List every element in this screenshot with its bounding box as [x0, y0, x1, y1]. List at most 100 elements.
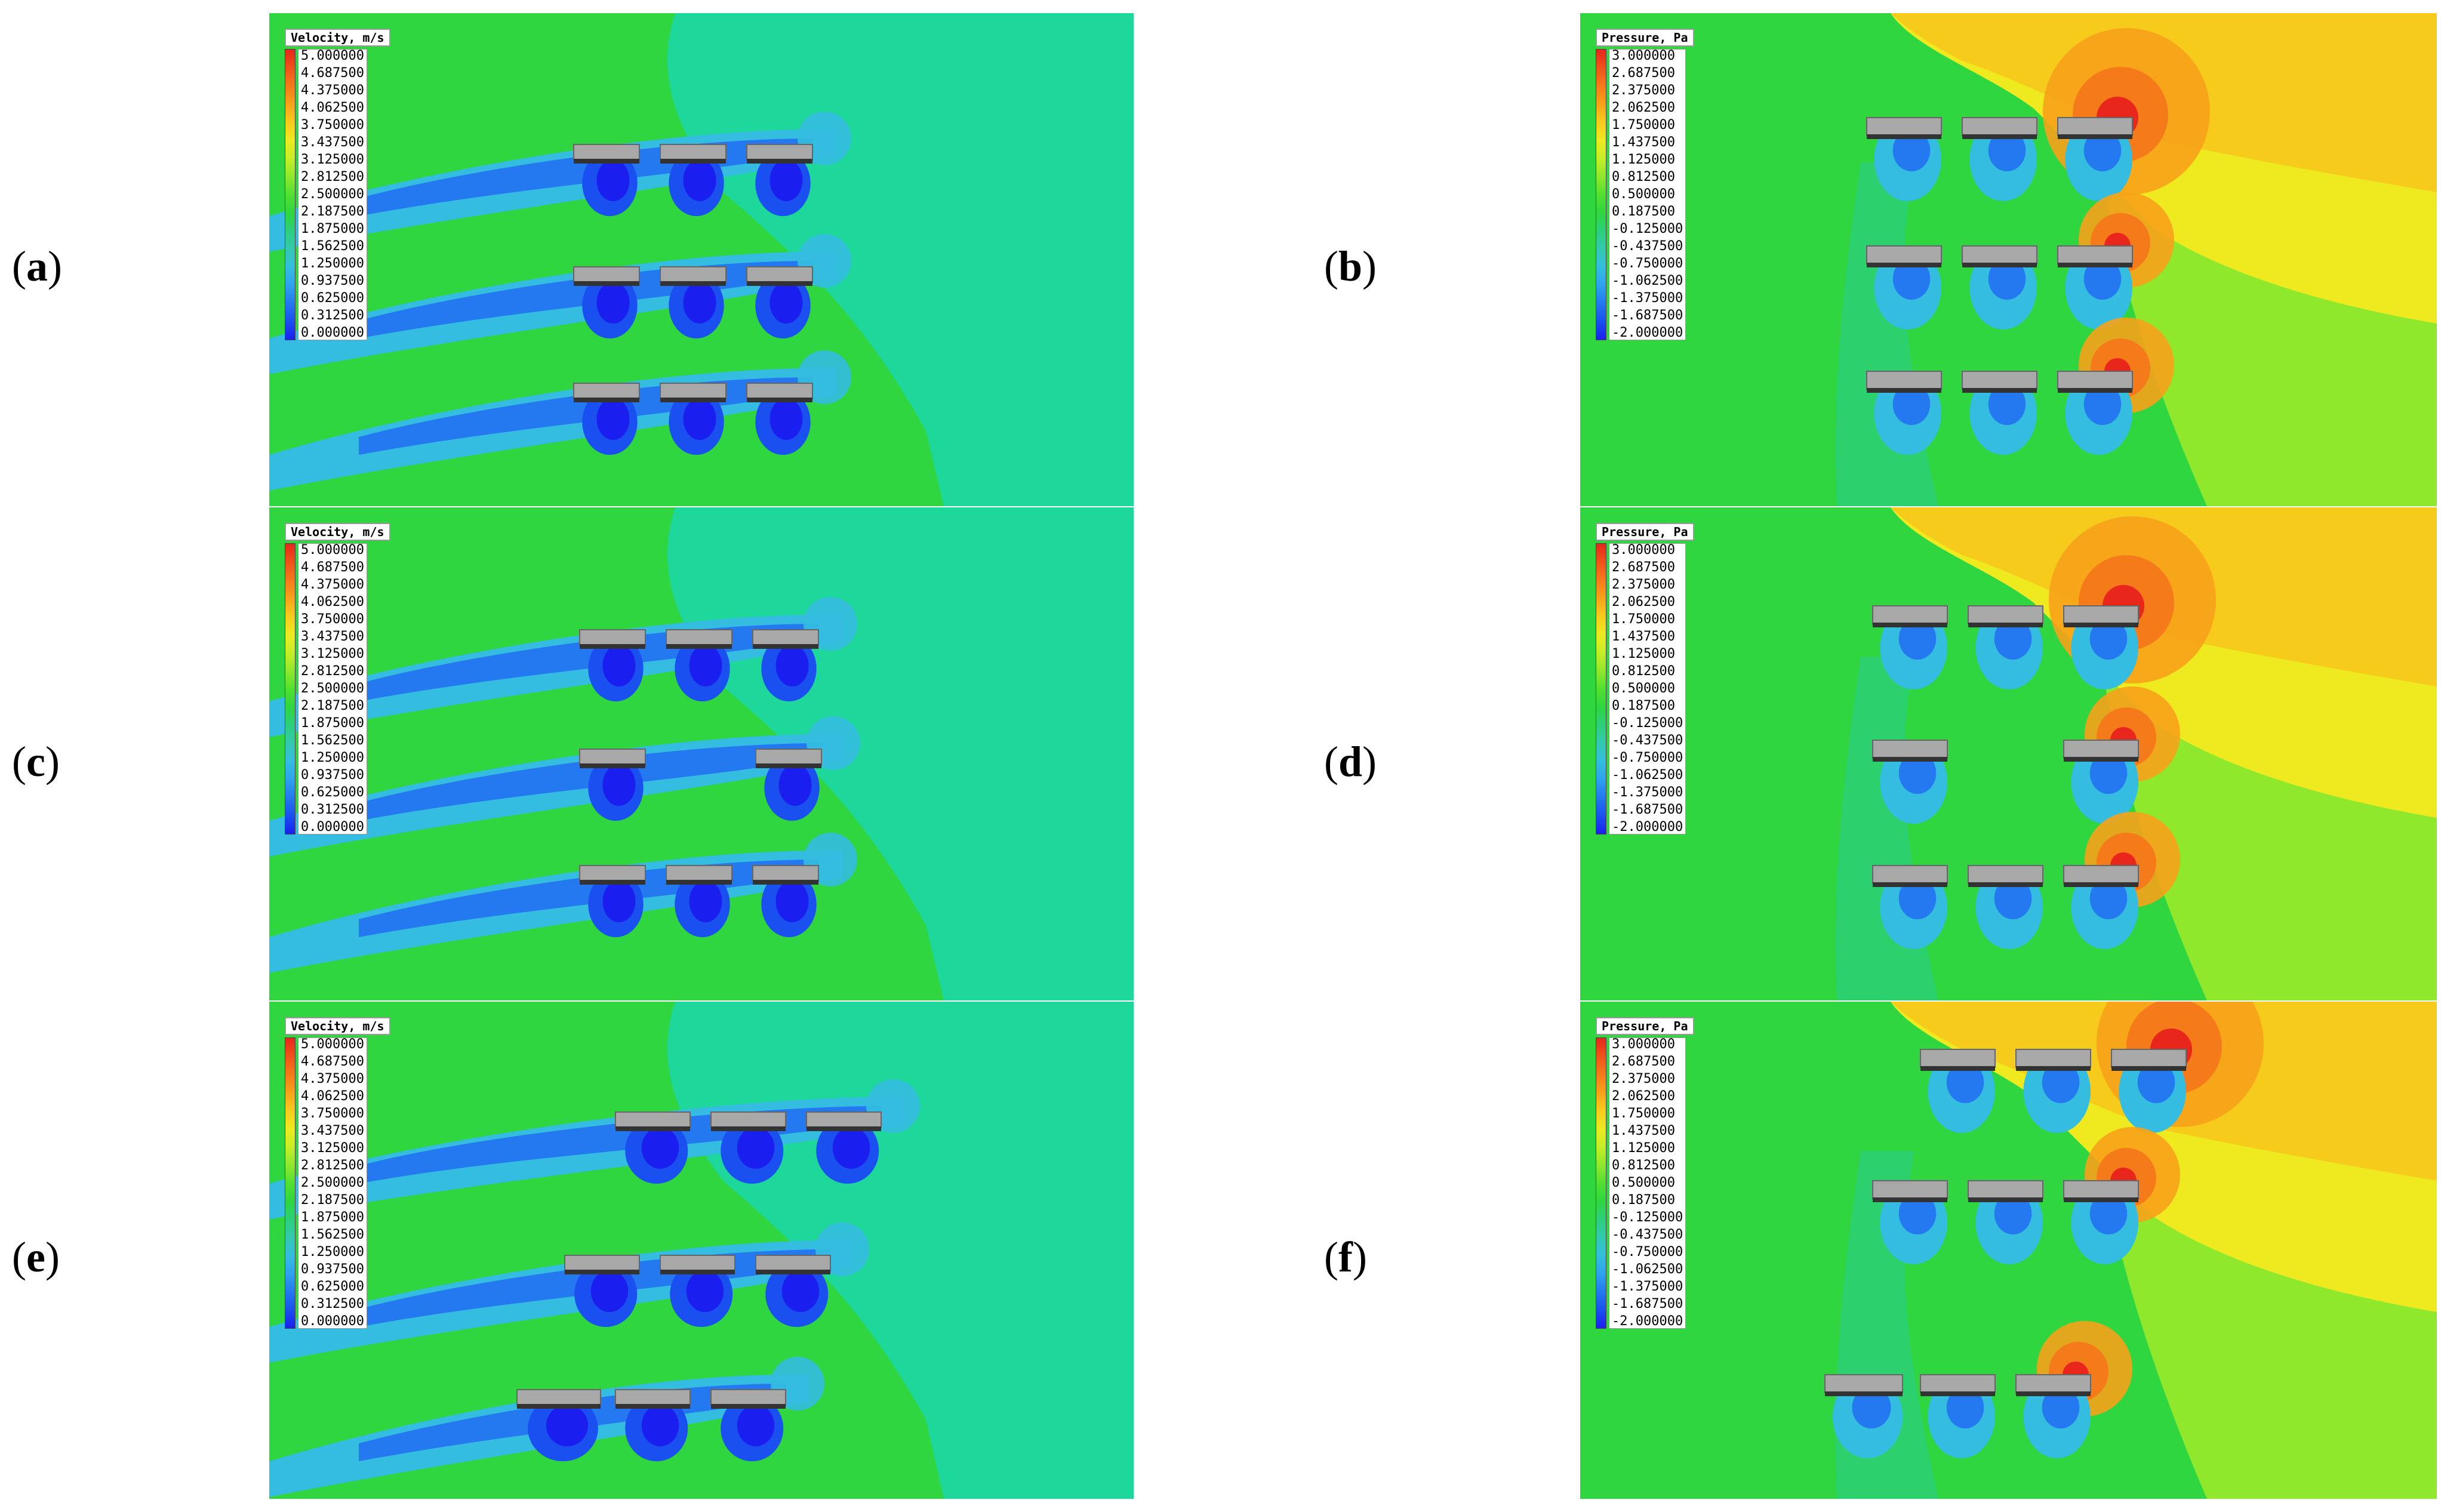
- legend-tick-label: 0.000000: [301, 820, 364, 834]
- legend-tick-label: 3.437500: [301, 135, 364, 150]
- louver-shadow: [1867, 263, 1941, 267]
- louver-shadow: [2016, 1391, 2091, 1396]
- louver-shadow: [615, 1404, 690, 1409]
- legend-tick-label: 4.062500: [301, 595, 364, 609]
- wake-core: [602, 645, 636, 686]
- wake-core: [781, 1270, 820, 1312]
- legend-tick-label: -0.125000: [1612, 221, 1683, 236]
- louver-blade: [2057, 371, 2133, 390]
- legend-tick-label: 0.312500: [301, 308, 364, 323]
- low-pressure-zone: [1988, 130, 2026, 171]
- legend-tick-label: 3.125000: [301, 152, 364, 167]
- louver-blade: [1920, 1374, 1996, 1393]
- wake-core: [769, 282, 803, 324]
- velocity-contour-plot: [269, 1002, 1134, 1499]
- louver-blade: [746, 266, 813, 283]
- louver-shadow: [747, 398, 812, 402]
- legend-tick-label: 0.500000: [1612, 681, 1675, 696]
- wake-core: [686, 1270, 724, 1312]
- louver-shadow: [1873, 623, 1947, 627]
- louver-blade: [660, 144, 727, 161]
- louver-shadow: [1873, 1197, 1947, 1202]
- pressure-color-bar: [1596, 543, 1606, 834]
- velocity-contour-plot: [269, 507, 1134, 1000]
- legend-tick-label: -2.000000: [1612, 1314, 1683, 1329]
- low-pressure-zone: [2083, 383, 2122, 425]
- louver-blade: [573, 266, 640, 283]
- legend-tick-label: -1.062500: [1612, 1262, 1683, 1277]
- legend-tick-label: 0.812500: [1612, 1158, 1675, 1173]
- wake-core: [737, 1127, 775, 1169]
- louver-blade: [579, 865, 646, 882]
- louver-shadow: [517, 1404, 601, 1409]
- legend-tick-label: 1.562500: [301, 239, 364, 254]
- low-pressure-zone: [1852, 1387, 1891, 1428]
- louver-blade: [2015, 1374, 2091, 1393]
- louver-blade: [755, 749, 822, 765]
- legend-tick-label: 0.625000: [301, 785, 364, 800]
- legend-tick-label: 1.437500: [1612, 135, 1675, 150]
- low-pressure-zone: [2089, 1193, 2128, 1234]
- louver-blade: [1968, 605, 2043, 624]
- legend-tick-label: 0.312500: [301, 1297, 364, 1311]
- louver-shadow: [574, 159, 639, 164]
- legend-tick-label: 1.250000: [301, 750, 364, 765]
- louver-blade: [746, 383, 813, 399]
- wake-core: [683, 398, 716, 440]
- legend-tick-label: -0.125000: [1612, 1210, 1683, 1225]
- louver-blade: [1872, 865, 1948, 884]
- legend-tick-label: 3.750000: [301, 612, 364, 627]
- legend-tick-label: 3.750000: [301, 1106, 364, 1121]
- wake-core: [778, 764, 812, 806]
- low-pressure-zone: [1988, 383, 2026, 425]
- legend-tick-label: 1.250000: [301, 1245, 364, 1260]
- louver-blade: [615, 1111, 691, 1128]
- low-pressure-zone: [1994, 1193, 2032, 1234]
- legend-tick-label: 1.562500: [301, 1227, 364, 1242]
- louver-blade: [573, 144, 640, 161]
- pressure-contour-plot: [1580, 1002, 2437, 1499]
- wake-core: [689, 645, 722, 686]
- legend-tick-label: 0.937500: [301, 273, 364, 288]
- legend-tick-label: -1.062500: [1612, 273, 1683, 288]
- panel-label-e: (e): [12, 1233, 60, 1281]
- louver-blade: [1872, 605, 1948, 624]
- panel-label-b: (b): [1324, 242, 1377, 290]
- louver-shadow: [711, 1404, 786, 1409]
- velocity-legend-title: Velocity, m/s: [285, 29, 390, 47]
- louver-blade: [2111, 1049, 2187, 1068]
- louver-blade: [2057, 117, 2133, 136]
- low-pressure-zone: [1988, 258, 2026, 300]
- legend-tick-label: -1.687500: [1612, 1297, 1683, 1311]
- low-pressure-zone: [2089, 877, 2128, 919]
- louver-shadow: [1873, 757, 1947, 762]
- louver-blade: [2057, 245, 2133, 264]
- legend-tick-label: 1.437500: [1612, 629, 1675, 644]
- legend-tick-label: 0.000000: [301, 1314, 364, 1329]
- louver-shadow: [574, 281, 639, 286]
- legend-tick-label: -0.437500: [1612, 1227, 1683, 1242]
- wake-core: [546, 1405, 588, 1446]
- legend-tick-label: -0.125000: [1612, 716, 1683, 731]
- louver-blade: [1968, 865, 2043, 884]
- legend-tick-label: 2.500000: [301, 1175, 364, 1190]
- louver-shadow: [807, 1126, 881, 1131]
- wake-core: [775, 645, 809, 686]
- louver-blade: [1962, 371, 2037, 390]
- legend-tick-label: 5.000000: [301, 543, 364, 558]
- legend-tick-label: 0.812500: [1612, 170, 1675, 184]
- legend-tick-label: 3.437500: [301, 1123, 364, 1138]
- louver-blade: [564, 1255, 640, 1271]
- panel-label-c: (c): [12, 738, 60, 786]
- louver-shadow: [1968, 882, 2043, 887]
- louver-shadow: [1825, 1391, 1903, 1396]
- louver-shadow: [660, 398, 726, 402]
- legend-tick-label: 1.125000: [1612, 646, 1675, 661]
- wake-core: [683, 159, 716, 201]
- legend-tick-label: 0.625000: [301, 1279, 364, 1294]
